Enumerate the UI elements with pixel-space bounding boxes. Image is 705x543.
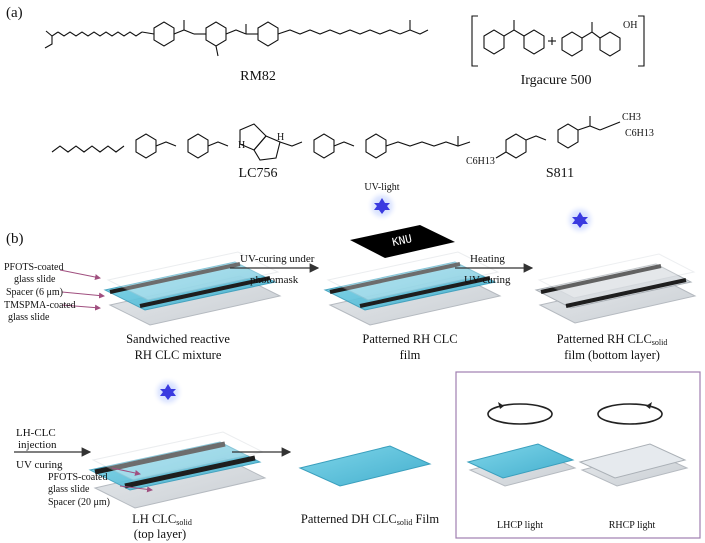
callout-bottom-pfots-2: glass slide <box>48 484 89 496</box>
lc756-structure <box>52 124 470 160</box>
stage3-device <box>536 254 695 323</box>
label-lc756: LC756 <box>239 167 278 181</box>
lhcp-rotation-icon <box>488 404 552 424</box>
callout-top-pfots-1: PFOTS-coated <box>4 262 63 274</box>
stage5-device <box>300 446 430 486</box>
caption-stage1-line1: Sandwiched reactive <box>126 332 230 348</box>
rm82-structure <box>45 20 428 56</box>
caption-stage2-line1: Patterned RH CLC <box>362 332 457 348</box>
panel-label-a: (a) <box>6 6 23 21</box>
stage4-device <box>90 432 265 508</box>
caption-stage4-line2: (top layer) <box>134 527 186 543</box>
lc756-h1: H <box>238 140 245 152</box>
caption-stage3-line1: Patterned RH CLCsolid <box>557 332 668 348</box>
irgacure-oh: OH <box>623 20 637 32</box>
callout-bottom-spacer: Spacer (20 μm) <box>48 497 110 509</box>
step1-line2: photomask <box>250 275 298 286</box>
s811-structure <box>496 116 620 158</box>
label-irgacure: Irgacure 500 <box>521 74 592 88</box>
s811-ch3: CH3 <box>622 112 641 124</box>
callout-top-spacer: Spacer (6 μm) <box>6 287 63 299</box>
caption-stage2-line2: film <box>400 348 421 364</box>
caption-stage3-line2: film (bottom layer) <box>564 348 660 364</box>
label-s811: S811 <box>546 167 574 181</box>
callout-top-pfots-2: glass slide <box>14 274 55 286</box>
caption-stage4-line1: LH CLCsolid <box>132 512 192 528</box>
caption-stage1-line2: RH CLC mixture <box>135 348 222 364</box>
rhcp-rotation-icon <box>598 404 662 424</box>
lhcp-film <box>468 444 575 486</box>
step3-line3: UV curing <box>16 460 63 471</box>
step3-line1: LH-CLC <box>16 428 56 439</box>
panel-label-b: (b) <box>6 232 24 247</box>
step1-line1: UV-curing under <box>240 254 314 265</box>
irgacure-structure <box>472 16 644 66</box>
rhcp-film <box>580 444 687 486</box>
callout-top-tmspma-2: glass slide <box>8 312 49 324</box>
label-rm82: RM82 <box>240 70 276 84</box>
callout-top-tmspma-1: TMSPMA-coated <box>4 300 76 312</box>
s811-c6h13-right: C6H13 <box>625 128 654 140</box>
step2-line2: UV curing <box>464 275 511 286</box>
caption-stage5: Patterned DH CLCsolid Film <box>301 512 439 528</box>
lc756-h2: H <box>277 132 284 144</box>
caption-rhcp: RHCP light <box>609 520 656 532</box>
caption-lhcp: LHCP light <box>497 520 543 532</box>
s811-c6h13-left: C6H13 <box>466 156 495 168</box>
uv-light-label: UV-light <box>364 182 399 194</box>
step3-line2: injection <box>18 440 57 451</box>
callout-bottom-pfots-1: PFOTS-coated <box>48 472 107 484</box>
step2-line1: Heating <box>470 254 505 265</box>
